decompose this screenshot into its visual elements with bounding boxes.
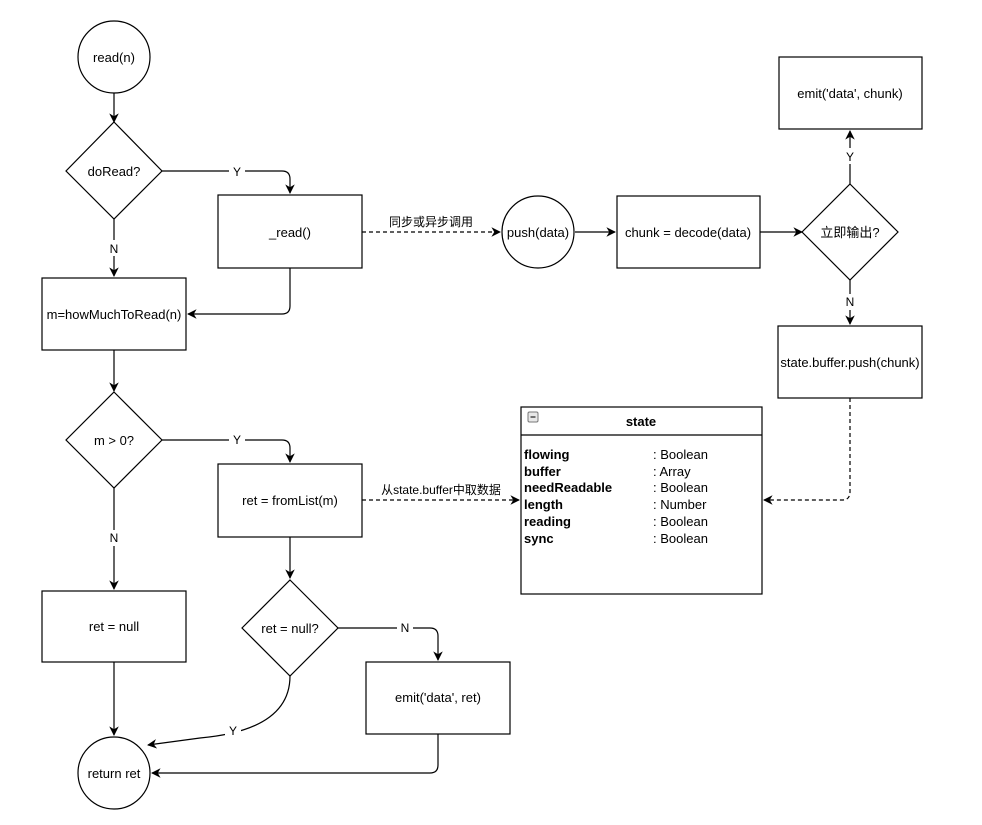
node-from-list-label: ret = fromList(m) [242, 493, 338, 508]
edge-null-no [338, 627, 443, 661]
node-decode: chunk = decode(data) [616, 195, 761, 269]
node-immediate-decision: 立即输出? [801, 183, 899, 281]
node-read-n-label: read(n) [93, 50, 135, 65]
state-field-name: flowing [524, 447, 570, 462]
node-m-label: m > 0? [94, 433, 134, 448]
node-doread-label: doRead? [88, 164, 141, 179]
node-doread-decision: doRead? [65, 121, 163, 220]
label-m-no: N [110, 531, 119, 545]
node-emit-chunk: emit('data', chunk) [778, 56, 923, 130]
node-read-fn: _read() [217, 194, 363, 269]
node-immediate-label: 立即输出? [820, 225, 879, 240]
nodes: read(n) doRead? _read() m=howMuchToRead(… [41, 20, 923, 810]
edges [109, 93, 855, 778]
edge-read-to-howmuch [187, 268, 291, 319]
node-read-fn-label: _read() [268, 225, 311, 240]
node-emit-ret: emit('data', ret) [365, 661, 511, 735]
node-ret-null-q-label: ret = null? [261, 621, 318, 636]
label-null-yes: Y [229, 724, 237, 738]
node-emit-ret-label: emit('data', ret) [395, 690, 481, 705]
label-immediate-yes: Y [846, 150, 854, 164]
edge-emit-to-return [151, 734, 439, 778]
node-how-much-label: m=howMuchToRead(n) [47, 307, 182, 322]
label-m-yes: Y [233, 433, 241, 447]
node-return-ret-label: return ret [88, 766, 141, 781]
state-field-name: buffer [524, 464, 561, 479]
label-null-no: N [401, 621, 410, 635]
node-push-data: push(data) [501, 195, 575, 269]
edge-null-yes [147, 675, 291, 749]
state-fields: flowing : Boolean buffer : Array needRea… [524, 447, 708, 546]
state-field-name: needReadable [524, 480, 612, 495]
node-return-ret: return ret [77, 736, 151, 810]
state-field-name: reading [524, 514, 571, 529]
node-ret-null-label: ret = null [89, 619, 139, 634]
node-push-data-label: push(data) [507, 225, 569, 240]
state-field-type: : Number [653, 497, 707, 512]
edge-m-yes [162, 439, 295, 463]
node-buffer-push: state.buffer.push(chunk) [777, 325, 923, 399]
node-ret-null-decision: ret = null? [241, 579, 339, 677]
minus-square-icon[interactable] [527, 411, 539, 423]
state-field-type: : Boolean [653, 447, 708, 462]
state-field-type: : Boolean [653, 514, 708, 529]
state-field-type: : Boolean [653, 480, 708, 495]
label-doread-yes: Y [233, 165, 241, 179]
edge-doread-yes [161, 170, 295, 194]
node-read-n: read(n) [77, 20, 151, 94]
state-field-type: : Array [653, 464, 691, 479]
state-field-name: length [524, 497, 563, 512]
label-doread-no: N [110, 242, 119, 256]
state-class-box: state flowing : Boolean buffer : Array n… [520, 406, 763, 595]
node-decode-label: chunk = decode(data) [625, 225, 751, 240]
node-from-list: ret = fromList(m) [217, 463, 363, 538]
state-field-name: sync [524, 531, 554, 546]
node-how-much-to-read: m=howMuchToRead(n) [41, 277, 187, 351]
edge-buffer-to-state [763, 398, 851, 505]
state-field-type: : Boolean [653, 531, 708, 546]
label-from-buffer: 从state.buffer中取数据 [381, 482, 501, 497]
label-sync-async: 同步或异步调用 [389, 215, 473, 229]
node-emit-chunk-label: emit('data', chunk) [797, 86, 902, 101]
node-ret-null-box: ret = null [41, 590, 187, 663]
edge-labels: Y N 同步或异步调用 Y N Y N 从state.buffer中取数据 N … [106, 148, 858, 738]
label-immediate-no: N [846, 295, 855, 309]
state-title: state [626, 414, 656, 429]
node-buffer-push-label: state.buffer.push(chunk) [780, 355, 919, 370]
node-m-gt-zero-decision: m > 0? [65, 391, 163, 489]
